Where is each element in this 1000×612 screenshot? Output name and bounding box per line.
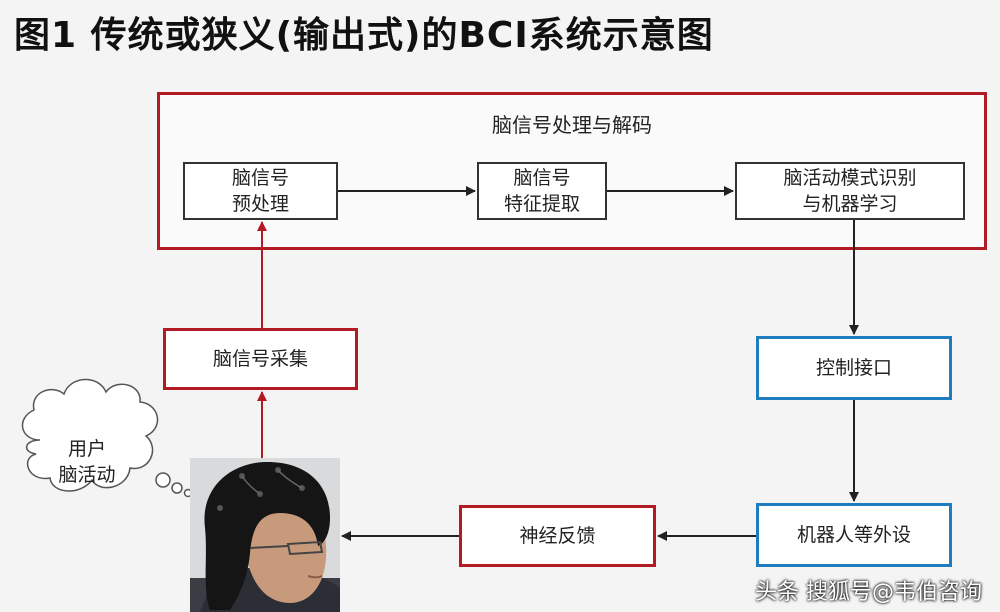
preprocess-line2: 预处理 bbox=[231, 193, 289, 215]
feature-line2: 特征提取 bbox=[503, 193, 580, 215]
signal-acquisition-box: 脑信号采集 bbox=[163, 328, 358, 390]
acquisition-label: 脑信号采集 bbox=[212, 348, 308, 370]
diagram-title: 图1 传统或狭义(输出式)的BCI系统示意图 bbox=[14, 15, 714, 56]
feedback-label: 神经反馈 bbox=[519, 525, 596, 547]
recognition-line1: 脑活动模式识别 bbox=[783, 167, 917, 189]
robot-label: 机器人等外设 bbox=[796, 524, 911, 546]
pattern-recognition-box: 脑活动模式识别 与机器学习 bbox=[735, 162, 965, 220]
feature-line1: 脑信号 bbox=[513, 167, 571, 189]
thought-cloud bbox=[21, 378, 193, 498]
recognition-line2: 与机器学习 bbox=[802, 193, 898, 215]
cloud-line2: 脑活动 bbox=[58, 464, 116, 486]
preprocess-box: 脑信号 预处理 bbox=[183, 162, 338, 220]
cloud-line1: 用户 bbox=[67, 438, 106, 460]
user-eeg-cap-photo bbox=[190, 458, 340, 612]
neurofeedback-box: 神经反馈 bbox=[459, 505, 656, 567]
control-label: 控制接口 bbox=[815, 357, 892, 379]
user-brain-activity-text: 用户 脑活动 bbox=[42, 436, 132, 488]
feature-extraction-box: 脑信号 特征提取 bbox=[477, 162, 607, 220]
robot-peripheral-box: 机器人等外设 bbox=[756, 503, 952, 567]
watermark: 头条 搜狐号@韦伯咨询 bbox=[755, 580, 982, 605]
control-interface-box: 控制接口 bbox=[756, 336, 952, 400]
preprocess-line1: 脑信号 bbox=[231, 167, 289, 189]
frame-title: 脑信号处理与解码 bbox=[492, 113, 652, 137]
